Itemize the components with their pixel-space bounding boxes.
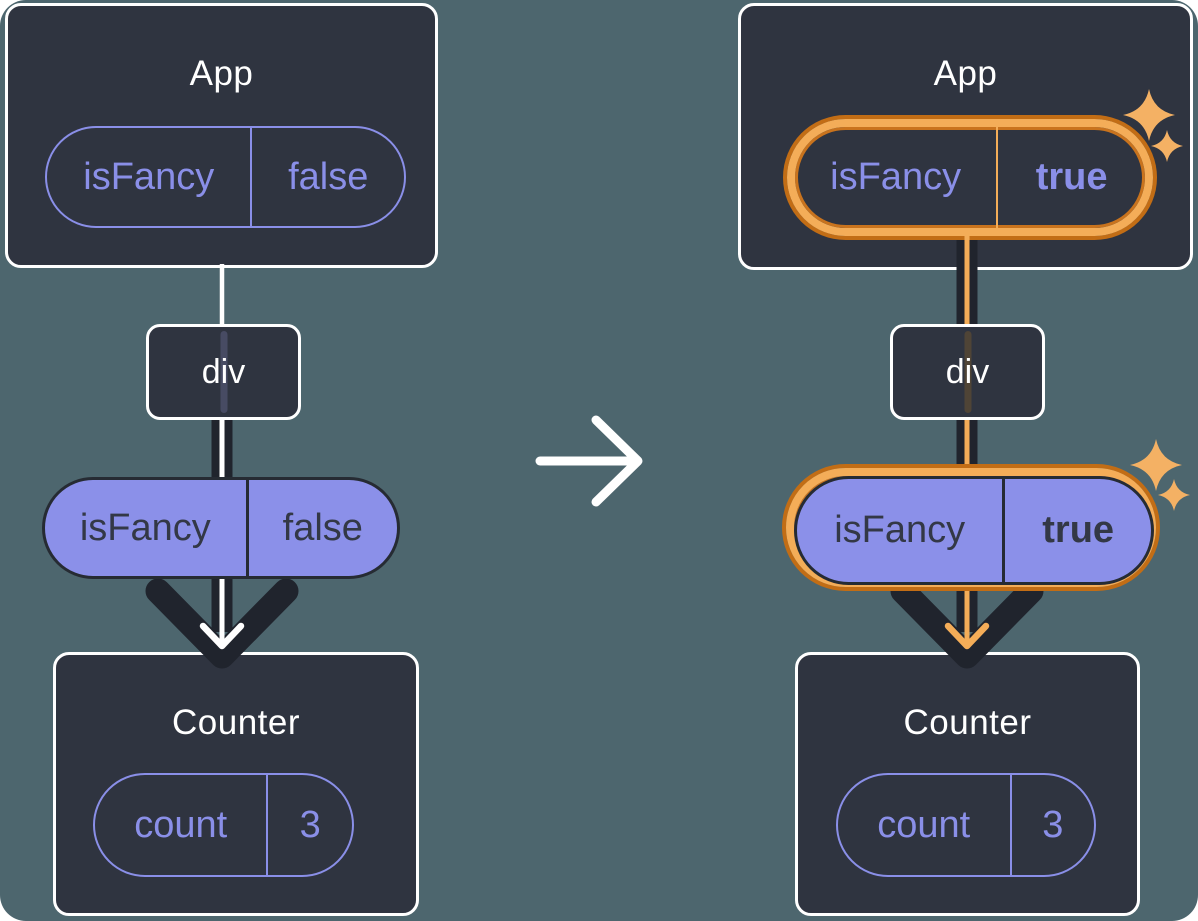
before-app-prop-pill: isFancy false bbox=[45, 126, 406, 228]
state-name-cell: count bbox=[838, 775, 1012, 875]
after-app-prop-pill: isFancy true bbox=[795, 127, 1145, 228]
div-stripe bbox=[220, 331, 227, 413]
prop-name-cell: isFancy bbox=[797, 479, 1006, 582]
after-passed-prop-pill: isFancy true bbox=[794, 476, 1154, 585]
prop-value-cell: true bbox=[1035, 156, 1108, 198]
after-div-label: div bbox=[945, 352, 990, 391]
sparkle-icon bbox=[1123, 89, 1175, 141]
before-div-node: div bbox=[146, 324, 301, 420]
prop-value-cell: true bbox=[1042, 509, 1115, 551]
sparkle-icon bbox=[1158, 479, 1190, 511]
state-name-cell: count bbox=[95, 775, 269, 875]
before-app-card: App isFancy false bbox=[5, 3, 438, 268]
before-counter-card: Counter count 3 bbox=[53, 652, 419, 916]
after-passed-prop-highlight-ring: isFancy true bbox=[786, 468, 1156, 587]
after-app-title: App bbox=[933, 54, 998, 93]
sparkle-icon bbox=[1151, 130, 1183, 162]
prop-name-cell: isFancy bbox=[795, 127, 999, 228]
before-div-label: div bbox=[201, 352, 246, 391]
before-passed-prop-pill: isFancy false bbox=[42, 477, 400, 579]
after-counter-state-pill: count 3 bbox=[836, 773, 1096, 877]
after-app-prop-highlight-ring: isFancy true bbox=[787, 119, 1153, 236]
sparkle-icon bbox=[1130, 439, 1182, 491]
prop-value-cell: false bbox=[288, 155, 369, 198]
div-stripe bbox=[964, 331, 971, 413]
before-app-title: App bbox=[189, 54, 254, 93]
prop-value-cell: false bbox=[282, 506, 363, 549]
after-div-node: div bbox=[890, 324, 1045, 420]
prop-name-cell: isFancy bbox=[47, 128, 253, 226]
before-counter-title: Counter bbox=[171, 703, 301, 742]
prop-name-cell: isFancy bbox=[45, 480, 249, 576]
state-value-cell: 3 bbox=[299, 803, 321, 846]
before-counter-state-pill: count 3 bbox=[93, 773, 354, 877]
transition-arrow-icon bbox=[535, 415, 643, 507]
state-value-cell: 3 bbox=[1042, 803, 1064, 846]
after-counter-title: Counter bbox=[903, 703, 1032, 742]
